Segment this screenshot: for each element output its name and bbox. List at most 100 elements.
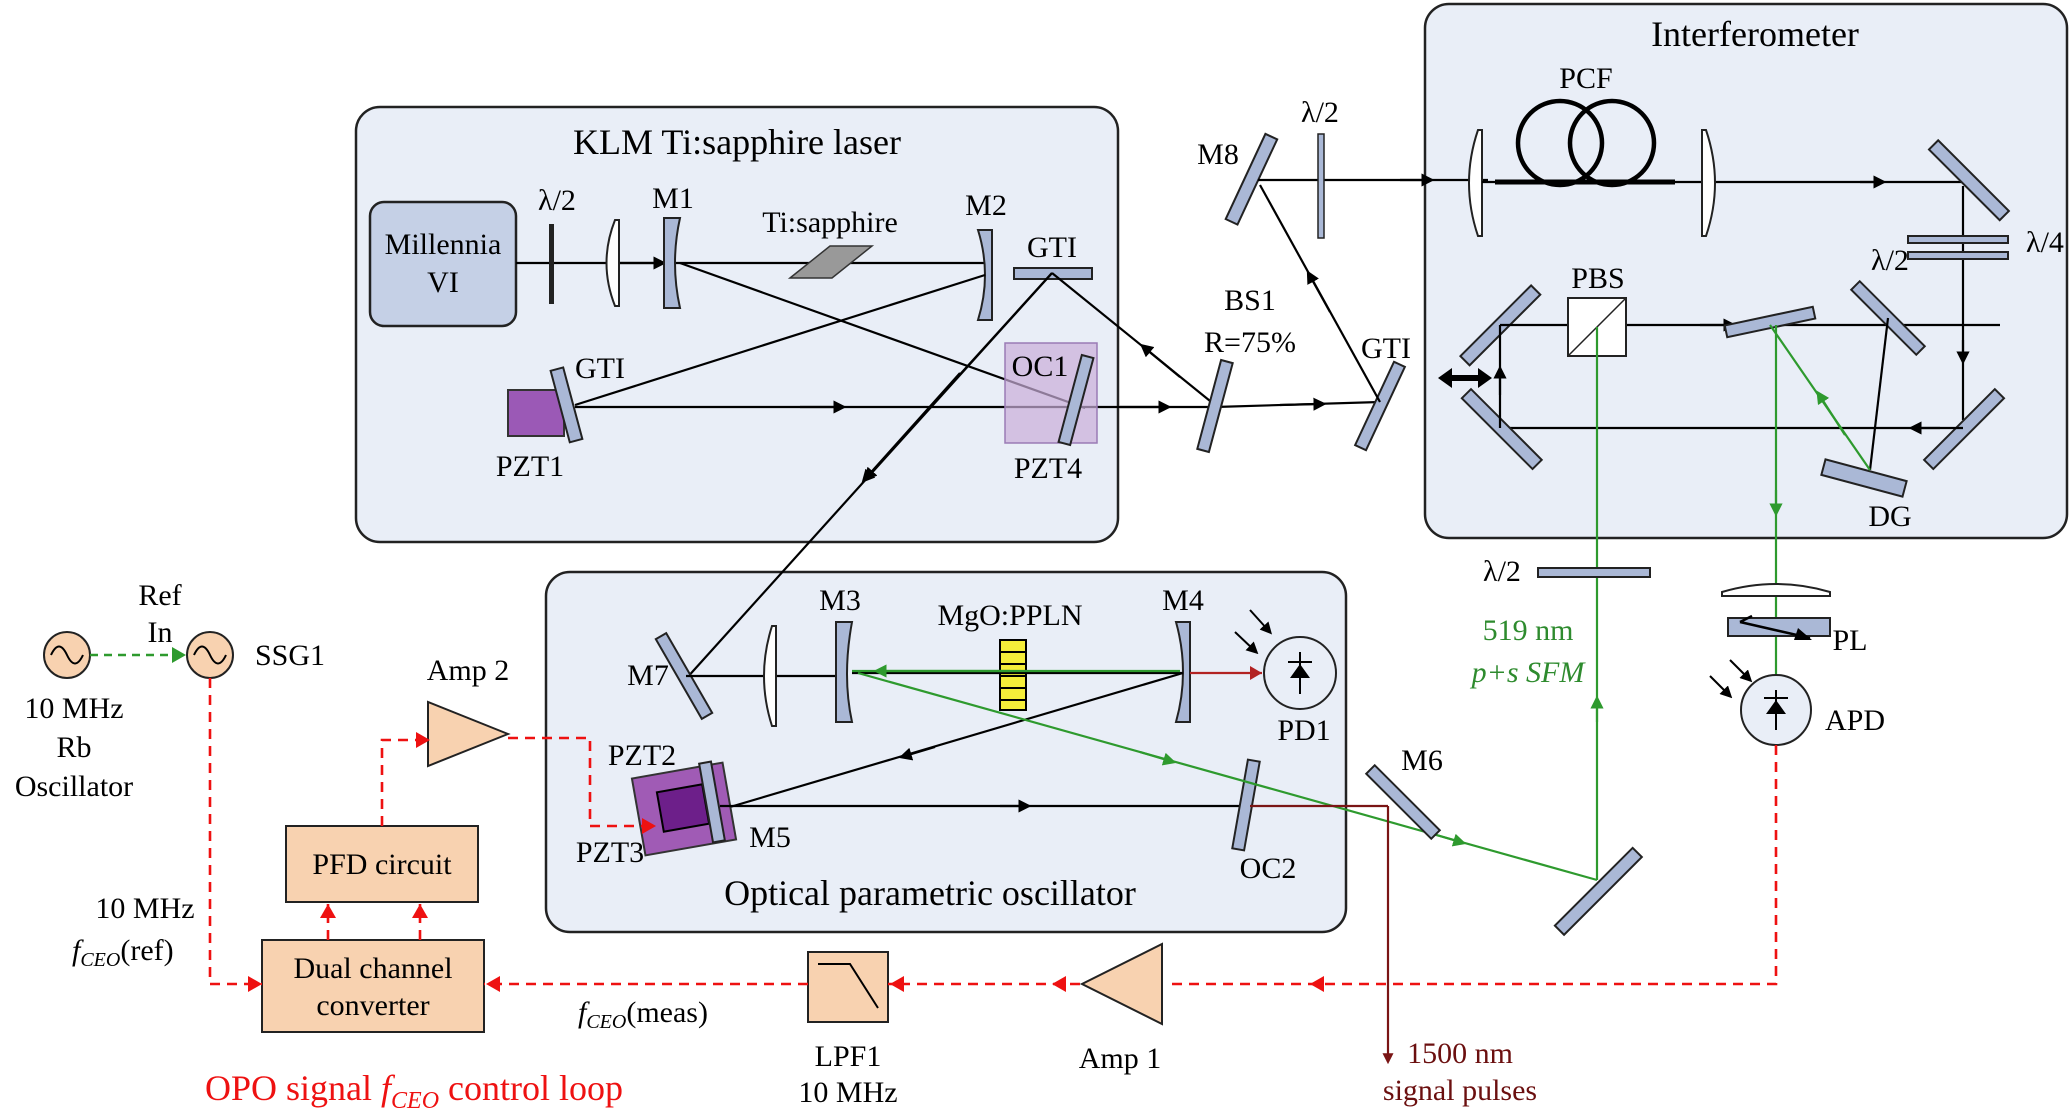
- pcf-coil-right: [1567, 98, 1657, 188]
- dual-channel-converter: [261, 939, 485, 1033]
- m3-label: M3: [819, 584, 861, 617]
- ti-sapphire-crystal: [787, 245, 875, 279]
- pbs-label: PBS: [1571, 262, 1624, 295]
- pcf-label: PCF: [1559, 62, 1612, 95]
- mirror-top-right: [1927, 138, 2011, 222]
- crystal-label: MgO:PPLN: [937, 599, 1082, 632]
- mirror-m8: [1224, 132, 1279, 226]
- millennia-label-1: Millennia: [385, 228, 502, 261]
- pd1-label: PD1: [1277, 714, 1330, 747]
- half-wave-label-pump: λ/2: [538, 184, 576, 217]
- half-wave-plate-m8: [1317, 133, 1325, 239]
- ref-in-label-1: Ref: [138, 579, 181, 612]
- mirror-sfm-pickoff: [1553, 846, 1644, 937]
- laser-title: KLM Ti:sapphire laser: [573, 122, 901, 162]
- gti-lower-label: GTI: [575, 352, 625, 385]
- half-wave-label-sfm: λ/2: [1483, 555, 1521, 588]
- oc1-label: OC1: [1012, 350, 1069, 383]
- gti-upper-label: GTI: [1027, 231, 1077, 264]
- m2-label: M2: [965, 189, 1007, 222]
- signal-out-label-1: 1500 nm: [1407, 1037, 1513, 1070]
- apd-label: APD: [1825, 704, 1885, 737]
- fceo-ref-label-1: 10 MHz: [95, 892, 194, 925]
- fceo-ref-suffix: (ref): [120, 934, 173, 967]
- mirror-m3: [835, 621, 854, 723]
- pzt3-label: PZT3: [576, 836, 644, 869]
- fceo-meas-suffix: (meas): [626, 996, 708, 1029]
- beamsplitter-bs1: [1196, 358, 1234, 454]
- output-coupler-oc1: [1057, 353, 1095, 447]
- rb-label-3: Oscillator: [15, 770, 133, 803]
- millennia-pump: [368, 200, 518, 328]
- converter-label-1: Dual channel: [293, 952, 452, 985]
- caption-suffix: control loop: [439, 1068, 623, 1108]
- ssg1-label: SSG1: [255, 639, 325, 672]
- pump-lens: [605, 219, 620, 307]
- gti-external-label: GTI: [1361, 332, 1411, 365]
- pzt4-label: PZT4: [1014, 452, 1082, 485]
- interferometer-panel: [1423, 2, 2069, 540]
- bs1-label-1: BS1: [1224, 284, 1276, 317]
- pl-label: PL: [1832, 624, 1867, 657]
- m6-label: M6: [1401, 744, 1443, 777]
- rb-label-1: 10 MHz: [24, 692, 123, 725]
- mirror-left-bottom: [1460, 387, 1544, 471]
- m4-label: M4: [1162, 584, 1204, 617]
- opo-pump-lens: [763, 625, 777, 727]
- lpf1-label-1: LPF1: [815, 1040, 882, 1073]
- mirror-m1: [663, 217, 682, 309]
- m1-label: M1: [652, 182, 694, 215]
- amp1-amplifier: [1079, 942, 1163, 1026]
- mirror-m6: [1364, 763, 1442, 841]
- converter-label-2: converter: [316, 989, 429, 1022]
- m8-label: M8: [1197, 138, 1239, 171]
- half-wave-label-m8: λ/2: [1301, 96, 1339, 129]
- caption-prefix: OPO signal: [205, 1068, 381, 1108]
- mirror-bottom-right: [1922, 387, 2006, 471]
- quarter-wave-label-int: λ/4: [2026, 226, 2064, 259]
- amp2-amplifier: [427, 700, 511, 768]
- fceo-meas-sub: CEO: [586, 1011, 626, 1033]
- pcf-input-lens: [1468, 129, 1483, 237]
- mirror-m5: [697, 760, 727, 844]
- half-wave-plate-int: [1907, 251, 2009, 260]
- lpf1-label-2: 10 MHz: [798, 1076, 897, 1109]
- pcf-coil-left: [1515, 98, 1605, 188]
- quarter-wave-plate-int: [1907, 235, 2009, 244]
- pzt1-actuator: [507, 389, 565, 437]
- opo-title: Optical parametric oscillator: [724, 873, 1136, 913]
- gti-lower: [549, 366, 584, 444]
- mirror-m4: [1174, 621, 1191, 723]
- amp1-label: Amp 1: [1079, 1042, 1162, 1075]
- dg-label: DG: [1868, 500, 1911, 533]
- half-wave-plate-pump: [549, 224, 554, 304]
- half-wave-label-int: λ/2: [1871, 244, 1909, 277]
- apd-lens: [1721, 583, 1831, 597]
- ti-sapphire-label: Ti:sapphire: [762, 206, 898, 239]
- rb-label-2: Rb: [56, 731, 91, 764]
- opo-panel: [544, 570, 1348, 934]
- mirror-m7: [654, 631, 714, 721]
- sfm-label-2: p+s SFM: [1470, 656, 1587, 689]
- sfm-label-1: 519 nm: [1483, 614, 1574, 647]
- pzt2-label: PZT2: [608, 739, 676, 772]
- ref-in-label-2: In: [148, 616, 173, 649]
- amp2-label: Amp 2: [427, 654, 510, 687]
- gti-external: [1353, 360, 1407, 452]
- pcf-output-lens: [1701, 129, 1716, 237]
- half-wave-plate-sfm: [1537, 567, 1651, 578]
- signal-out-label-2: signal pulses: [1383, 1074, 1537, 1107]
- control-loop-caption: OPO signal fCEO control loop: [205, 1068, 623, 1112]
- millennia-label-2: VI: [427, 266, 459, 299]
- fceo-meas-label: fCEO(meas): [578, 996, 708, 1033]
- caption-sub: CEO: [391, 1088, 439, 1112]
- polarizer-pl: [1727, 617, 1831, 637]
- bs1-label-2: R=75%: [1204, 326, 1296, 359]
- m7-label: M7: [627, 659, 669, 692]
- lpf1-filter: [807, 951, 889, 1023]
- pfd-label: PFD circuit: [312, 848, 452, 881]
- pzt3-actuator: [655, 783, 711, 833]
- fceo-ref-label-2: fCEO(ref): [72, 934, 174, 971]
- m5-label: M5: [749, 821, 791, 854]
- oc2-label: OC2: [1240, 852, 1297, 885]
